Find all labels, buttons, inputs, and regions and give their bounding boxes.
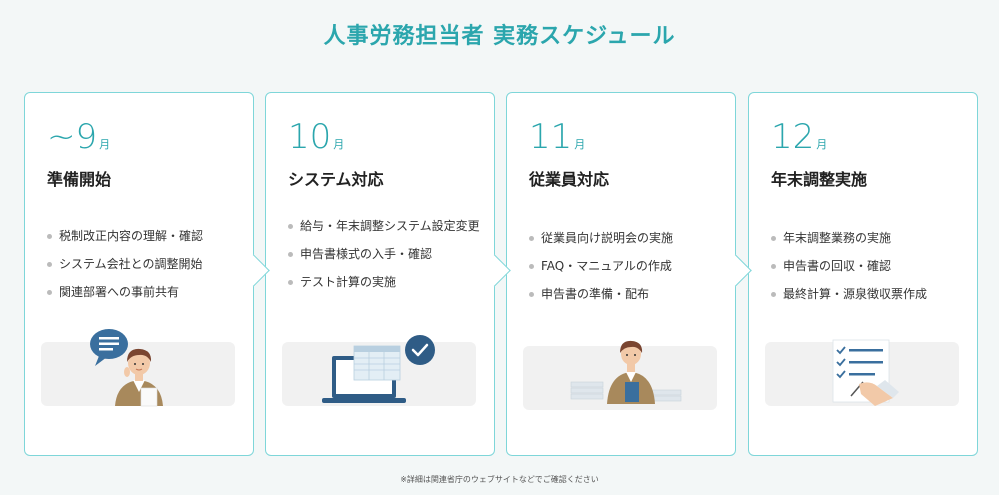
speech-bubble-icon: [90, 329, 128, 366]
checklist-hand-illustration: [765, 339, 959, 406]
list-item: 最終計算・源泉徴収票作成: [769, 285, 965, 304]
month-number: 10: [288, 117, 332, 157]
task-list: 従業員向け説明会の実施 FAQ・マニュアルの作成 申告書の準備・配布: [527, 229, 723, 313]
month-unit: 月: [574, 138, 586, 151]
list-item: 申告書の回収・確認: [769, 257, 965, 276]
document-stack-icon: [570, 381, 682, 402]
list-item: 関連部署への事前共有: [45, 283, 241, 302]
month-number: ~9: [47, 117, 98, 157]
list-item: FAQ・マニュアルの作成: [527, 257, 723, 276]
person-documents-illustration: [523, 340, 717, 410]
list-item: 申告書の準備・配布: [527, 285, 723, 304]
month-number: 12: [771, 117, 815, 157]
page-title: 人事労務担当者 実務スケジュール: [323, 24, 676, 49]
list-item: 従業員向け説明会の実施: [527, 229, 723, 248]
month-unit: 月: [99, 138, 111, 151]
list-item: テスト計算の実施: [286, 273, 482, 292]
task-list: 年末調整業務の実施 申告書の回収・確認 最終計算・源泉徴収票作成: [769, 229, 965, 313]
phase-title: 年末調整実施: [771, 170, 868, 189]
month-unit: 月: [816, 138, 828, 151]
task-list: 給与・年末調整システム設定変更 申告書様式の入手・確認 テスト計算の実施: [286, 217, 482, 301]
person-icon: [115, 348, 163, 407]
chevron-right-icon: [719, 254, 752, 287]
list-item: システム会社との調整開始: [45, 255, 241, 274]
list-item: 税制改正内容の理解・確認: [45, 227, 241, 246]
phase-title: 準備開始: [47, 170, 112, 189]
hand-pen-icon: [850, 380, 899, 406]
month-number: 11: [529, 117, 573, 157]
footnote: ※詳細は関連省庁のウェブサイトなどでご確認ください: [400, 475, 599, 484]
person-speech-bubble-illustration: [41, 329, 235, 407]
list-item: 年末調整業務の実施: [769, 229, 965, 248]
task-list: 税制改正内容の理解・確認 システム会社との調整開始 関連部署への事前共有: [45, 227, 241, 311]
person-icon: [607, 340, 655, 404]
check-circle-icon: [405, 335, 435, 365]
spreadsheet-icon: [353, 345, 401, 381]
month-unit: 月: [333, 138, 345, 151]
list-item: 申告書様式の入手・確認: [286, 245, 482, 264]
laptop-checkmark-illustration: [282, 335, 476, 406]
phase-title: システム対応: [288, 170, 384, 189]
list-item: 給与・年末調整システム設定変更: [286, 217, 482, 236]
phase-title: 従業員対応: [529, 170, 610, 189]
